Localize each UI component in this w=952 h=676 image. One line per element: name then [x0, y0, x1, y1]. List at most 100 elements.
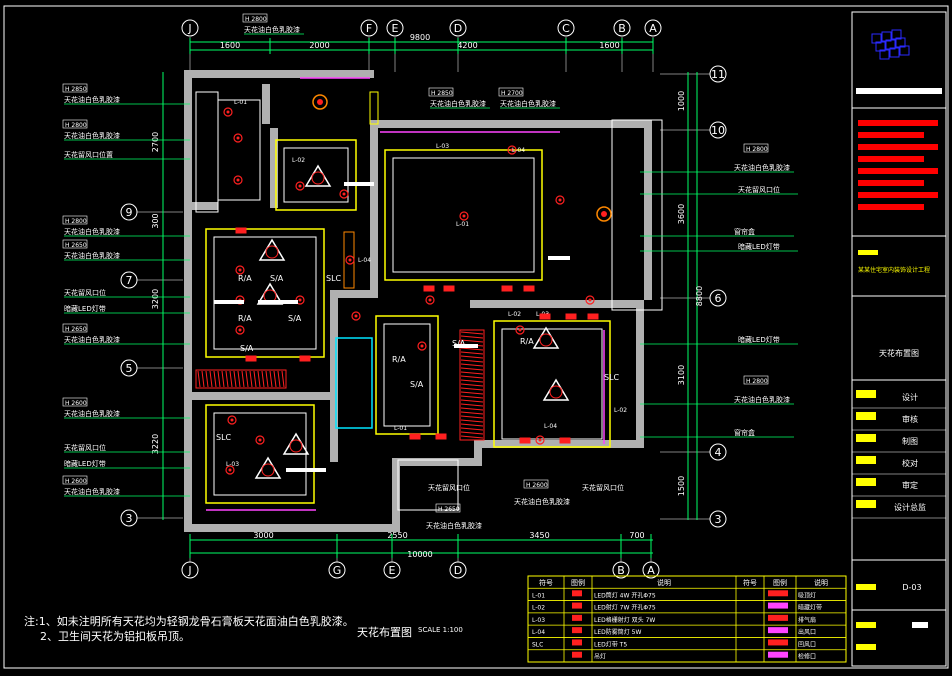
lamp-dot — [342, 192, 346, 196]
legend-code: L-03 — [532, 617, 545, 624]
tb-project: 某某住宅室内装饰设计工程 — [858, 266, 930, 274]
tb-divider — [856, 88, 942, 94]
bathroom-ceiling — [195, 91, 219, 213]
tb-role-tag — [856, 434, 876, 442]
callout-left-text: 天花油白色乳胶漆 — [64, 131, 120, 140]
callout-top-tag-box — [428, 87, 454, 97]
tb-sheet-name: 天花布置图 — [879, 348, 919, 358]
legend-desc-2: 出风口 — [798, 628, 816, 636]
lamp-symbol — [535, 435, 545, 445]
callout-left-tag-box — [62, 239, 88, 249]
callout-left-tag-box — [62, 397, 88, 407]
dim-right-seg: 3100 — [677, 365, 686, 385]
lamp-symbol — [233, 133, 243, 143]
title-block-frame — [851, 11, 947, 667]
callout-right-text: 窗帘盒 — [734, 428, 755, 437]
section-marker-circle — [549, 385, 563, 399]
lamp-symbol — [507, 145, 517, 155]
hatch — [460, 375, 484, 379]
hatch — [460, 403, 484, 407]
hatch — [460, 419, 484, 423]
kitchen-ceiling-inner — [283, 147, 349, 203]
hatch — [237, 370, 241, 388]
lamp-dot — [348, 258, 352, 262]
hatch — [460, 335, 484, 339]
axis-bottom-B-label: B — [617, 564, 625, 577]
axis-left-5-label: 5 — [126, 362, 133, 375]
note-line-2: 2、卫生间天花为铝扣板吊顶。 — [40, 630, 190, 643]
lamp-code: L-01 — [456, 221, 469, 228]
legend-code: L-02 — [532, 605, 545, 612]
axis-top-F-label: F — [366, 22, 372, 35]
legend-symbol — [572, 627, 582, 634]
pendant-lamp — [596, 206, 612, 222]
lamp-symbol — [223, 107, 233, 117]
hatch — [273, 370, 277, 388]
hatch — [460, 331, 484, 335]
lamp-symbol — [227, 415, 237, 425]
dim-bottom-total: 10000 — [407, 550, 432, 559]
legend-frame — [527, 575, 847, 663]
wall-segment — [184, 70, 374, 78]
vent-symbol — [443, 285, 455, 292]
tb-red-line — [858, 168, 938, 174]
tb-red-line — [858, 204, 924, 210]
room-label: SLC — [604, 373, 620, 382]
axis-top-J-circle — [181, 19, 199, 37]
axis-right-6-label: 6 — [715, 292, 722, 305]
hatch — [249, 370, 253, 388]
hatch — [460, 363, 484, 367]
wall-segment — [474, 440, 644, 448]
wall-segment — [392, 458, 400, 532]
callout-bottom-tag-box — [435, 503, 461, 513]
callout-left-text: 天花留风口位置 — [64, 150, 113, 159]
lamp-symbol — [425, 295, 435, 305]
axis-top-A-label: A — [649, 22, 657, 35]
room-label: R/A — [238, 274, 252, 283]
vent-symbol — [587, 313, 599, 320]
hatch — [460, 351, 484, 355]
white-bar — [548, 256, 570, 260]
callout-top-tag-box — [242, 13, 268, 23]
tb-tag — [856, 644, 876, 650]
tb-role: 制图 — [902, 436, 918, 446]
legend-header: 说明 — [814, 578, 828, 587]
callout-left-text: 天花留风口位 — [64, 443, 106, 452]
legend-symbol — [572, 614, 582, 621]
lamp-symbol — [225, 465, 235, 475]
axis-top-C-circle — [557, 19, 575, 37]
legend-desc: LED格栅射灯 双头 7W — [594, 616, 655, 624]
lamp-code: L-01 — [234, 99, 247, 106]
lamp-code: L-01 — [394, 425, 407, 432]
callout-right-tag-box — [743, 143, 769, 153]
lamp-dot — [236, 136, 240, 140]
vent-symbol — [565, 313, 577, 320]
logo-cube — [879, 49, 890, 60]
callout-top-tag: H 2850 — [431, 90, 453, 97]
callout-left-text: 天花油白色乳胶漆 — [64, 251, 120, 260]
tb-red-line — [858, 180, 924, 186]
section-marker — [254, 456, 282, 479]
drawing-title: 天花布置图 — [357, 626, 412, 639]
hatch — [221, 370, 225, 388]
lamp-dot — [538, 438, 542, 442]
tb-role: 设计 — [902, 392, 918, 402]
hatch — [197, 370, 201, 388]
vent-symbol — [539, 313, 551, 320]
legend-symbol-2 — [768, 614, 788, 621]
living-ceiling-main-outer — [384, 149, 543, 281]
legend-header: 符号 — [743, 578, 757, 587]
tb-red-line — [858, 132, 924, 138]
vent-symbol — [245, 355, 257, 362]
lamp-dot — [238, 328, 242, 332]
kitchen-ceiling-outer — [275, 139, 357, 211]
section-marker-circle — [311, 171, 325, 185]
vent-symbol — [299, 355, 311, 362]
lamp-code: L-03 — [226, 461, 239, 468]
hatch — [460, 423, 484, 427]
axis-bottom-G-label: G — [333, 564, 342, 577]
lamp-symbol — [417, 341, 427, 351]
room-label: S/A — [410, 380, 424, 389]
legend-desc: LED筒灯 4W 开孔Φ75 — [594, 591, 656, 599]
axis-top-E-label: E — [392, 22, 399, 35]
